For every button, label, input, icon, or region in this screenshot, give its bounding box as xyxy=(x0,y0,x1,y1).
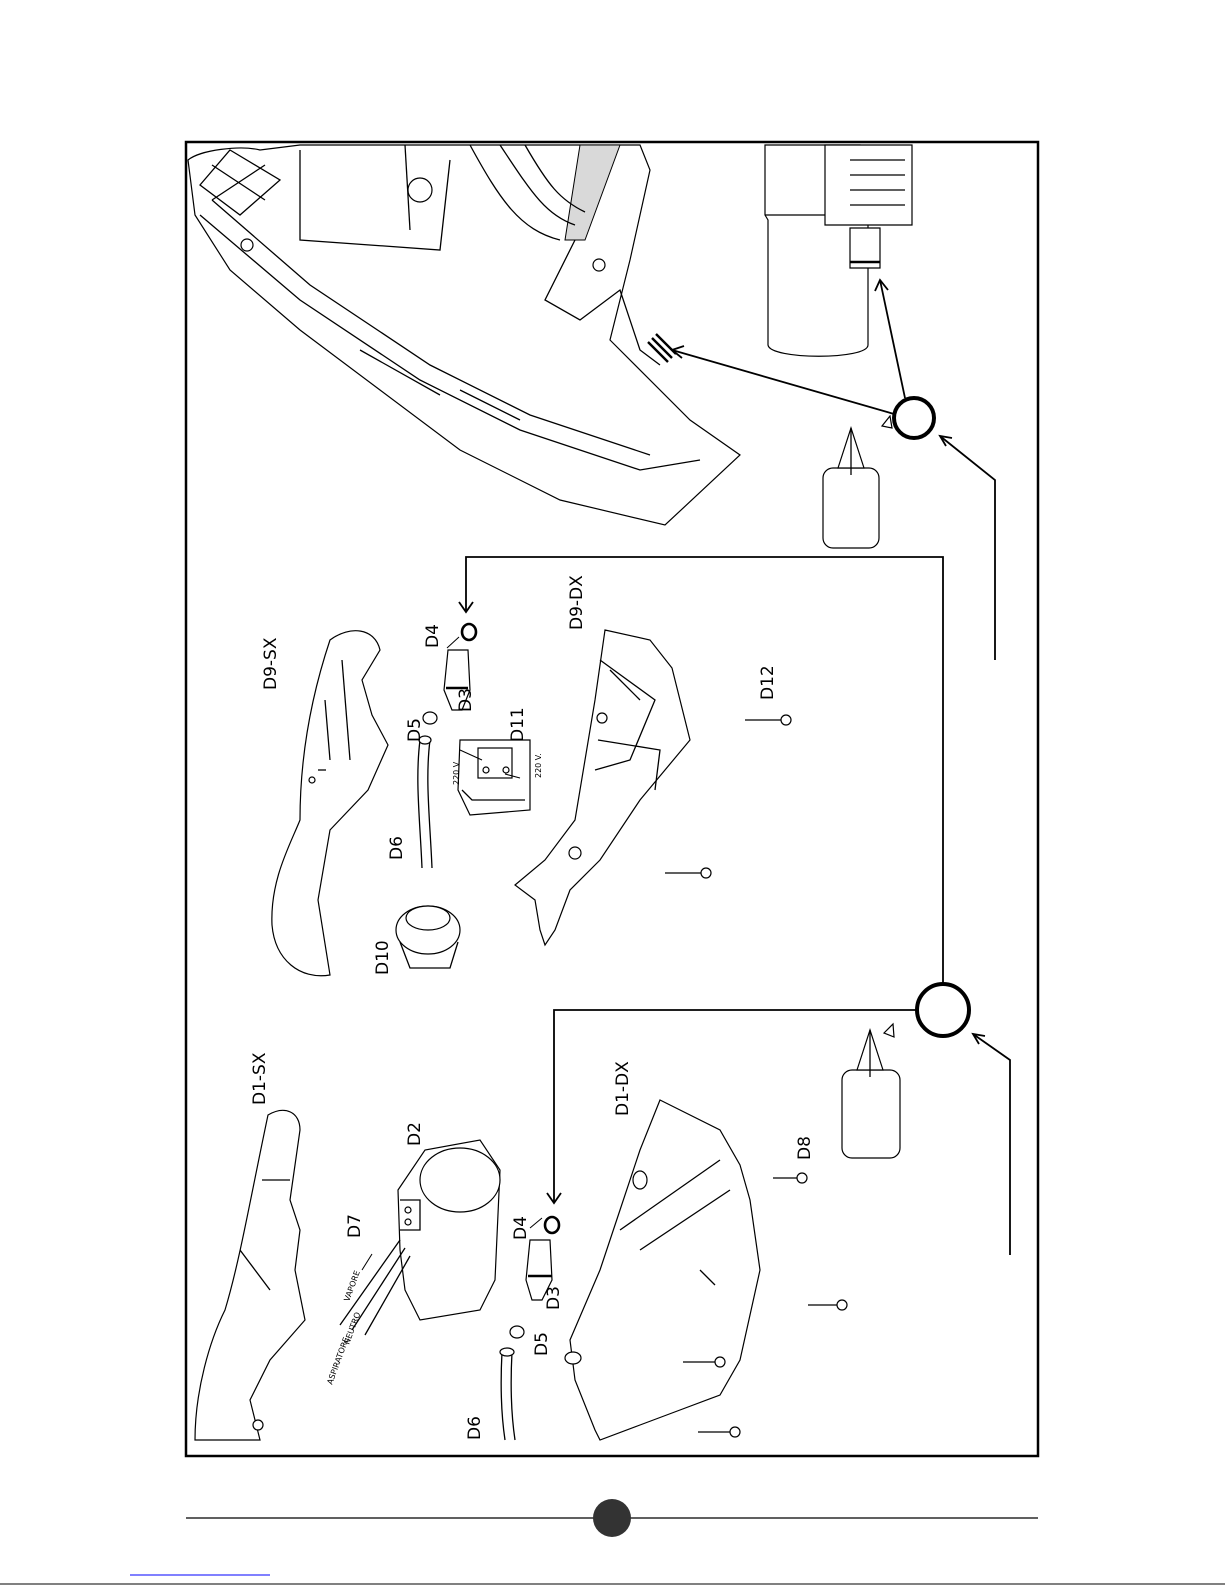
label-d6-lower: D6 xyxy=(465,1416,485,1440)
d2-body xyxy=(398,1140,500,1320)
d1-hose-and-valve xyxy=(500,1217,559,1440)
label-d5-lower: D5 xyxy=(532,1332,552,1356)
label-d3-lower: D3 xyxy=(544,1286,564,1310)
label-d11: D11 xyxy=(508,707,528,742)
label-d1-dx: D1-DX xyxy=(613,1061,633,1116)
label-d12: D12 xyxy=(758,665,778,700)
o-ring-lower xyxy=(917,984,969,1036)
grease-tube-lower xyxy=(842,1024,900,1158)
label-d4-upper: D4 xyxy=(423,624,443,648)
label-d9-dx: D9-DX xyxy=(567,575,587,630)
label-d2: D2 xyxy=(405,1122,425,1146)
o-ring-upper xyxy=(894,398,934,438)
page-number-dot xyxy=(593,1499,631,1537)
label-d5-upper: D5 xyxy=(405,718,425,742)
label-d4-lower: D4 xyxy=(511,1216,531,1240)
handle-interior-illustration xyxy=(188,145,740,525)
grease-tube-upper xyxy=(823,416,892,548)
d1-sx-shell xyxy=(195,1110,305,1440)
label-d10: D10 xyxy=(373,940,393,975)
d9-sx-shell xyxy=(272,631,388,976)
d9-dx-shell xyxy=(515,630,690,945)
label-d9-sx: D9-SX xyxy=(261,637,281,690)
label-d8: D8 xyxy=(795,1136,815,1160)
d4-o-ring xyxy=(462,624,476,640)
label-d7: D7 xyxy=(345,1214,365,1238)
d4-o-ring-lower xyxy=(545,1217,559,1233)
label-220v-b: 220 V. xyxy=(534,753,543,778)
d6-hose xyxy=(418,736,432,868)
label-d3-upper: D3 xyxy=(456,688,476,712)
d10-fitting xyxy=(396,906,460,968)
label-neutro: NEUTRO xyxy=(342,1311,362,1346)
label-220v-a: 220 V xyxy=(452,761,461,785)
d1-dx-shell xyxy=(565,1100,760,1440)
label-d6-upper: D6 xyxy=(387,836,407,860)
label-d1-sx: D1-SX xyxy=(250,1052,270,1105)
